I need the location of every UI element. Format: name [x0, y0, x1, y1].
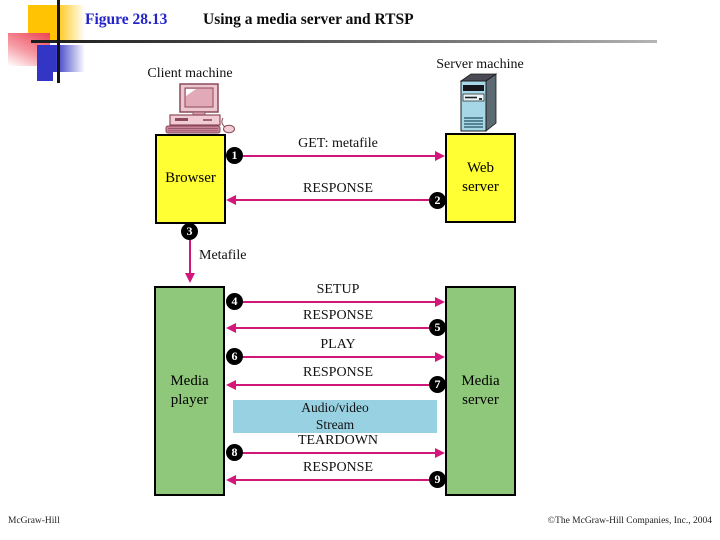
message-label-response-7: RESPONSE: [302, 365, 374, 380]
server-tower-icon: [459, 73, 498, 132]
web-server-box: Web server: [445, 133, 516, 223]
message-line-8: [234, 452, 437, 454]
arrow-head-left-icon: [226, 380, 236, 390]
message-label-response-9: RESPONSE: [302, 460, 374, 475]
message-line-4: [234, 301, 437, 303]
stream-box-label-line1: Audio/video: [301, 400, 369, 416]
arrow-head-right-icon: [435, 297, 445, 307]
metafile-label: Metafile: [199, 248, 247, 263]
step-number-7: 7: [429, 376, 446, 393]
message-label-response-2: RESPONSE: [302, 181, 374, 196]
arrow-head-right-icon: [435, 448, 445, 458]
arrow-head-left-icon: [226, 475, 236, 485]
message-line-7: [234, 384, 437, 386]
decoration-horizontal-rule: [31, 40, 657, 43]
message-line-9: [234, 479, 437, 481]
message-label-play: PLAY: [320, 337, 356, 352]
arrow-head-down-icon: [185, 273, 195, 283]
arrow-head-right-icon: [435, 151, 445, 161]
arrow-head-right-icon: [435, 352, 445, 362]
media-player-box-label-line1: Media: [170, 372, 209, 389]
browser-box: Browser: [155, 134, 226, 224]
page-title: Using a media server and RTSP: [203, 11, 414, 28]
arrow-head-left-icon: [226, 195, 236, 205]
message-line-6: [234, 356, 437, 358]
server-machine-label: Server machine: [436, 57, 524, 72]
step-number-9: 9: [429, 471, 446, 488]
step-number-8: 8: [226, 444, 243, 461]
figure-label: Figure 28.13: [85, 11, 168, 28]
message-label-get-metafile: GET: metafile: [298, 136, 378, 151]
web-server-box-label-line2: server: [462, 179, 499, 195]
media-server-box-label-line1: Media: [461, 372, 500, 389]
footer-left: McGraw-Hill: [8, 516, 60, 526]
media-player-box: Media player: [154, 286, 225, 496]
step-number-3: 3: [181, 223, 198, 240]
client-machine-label: Client machine: [147, 66, 233, 81]
step-number-6: 6: [226, 348, 243, 365]
stream-box-label-line2: Stream: [315, 416, 355, 432]
step-number-2: 2: [429, 192, 446, 209]
arrow-head-left-icon: [226, 323, 236, 333]
media-server-box-label-line2: server: [462, 392, 499, 408]
message-line-1: [234, 155, 437, 157]
web-server-box-label-line1: Web: [466, 159, 495, 176]
media-server-box: Media server: [445, 286, 516, 496]
desktop-computer-icon: [165, 83, 235, 134]
browser-box-label: Browser: [165, 170, 216, 187]
message-label-response-5: RESPONSE: [302, 308, 374, 323]
message-label-teardown: TEARDOWN: [297, 433, 379, 448]
audio-video-stream-box: Audio/video Stream: [233, 400, 437, 433]
message-line-2: [234, 199, 437, 201]
step-number-4: 4: [226, 293, 243, 310]
message-line-5: [234, 327, 437, 329]
media-player-box-label-line2: player: [170, 392, 209, 408]
metafile-line: [189, 240, 191, 274]
decoration-vertical-line: [57, 0, 60, 83]
footer-right: ©The McGraw-Hill Companies, Inc., 2004: [547, 516, 712, 526]
decoration-blue-square: [37, 45, 85, 72]
step-number-1: 1: [226, 147, 243, 164]
message-label-setup: SETUP: [316, 282, 360, 297]
step-number-5: 5: [429, 319, 446, 336]
decoration-blue-tab: [37, 72, 53, 81]
